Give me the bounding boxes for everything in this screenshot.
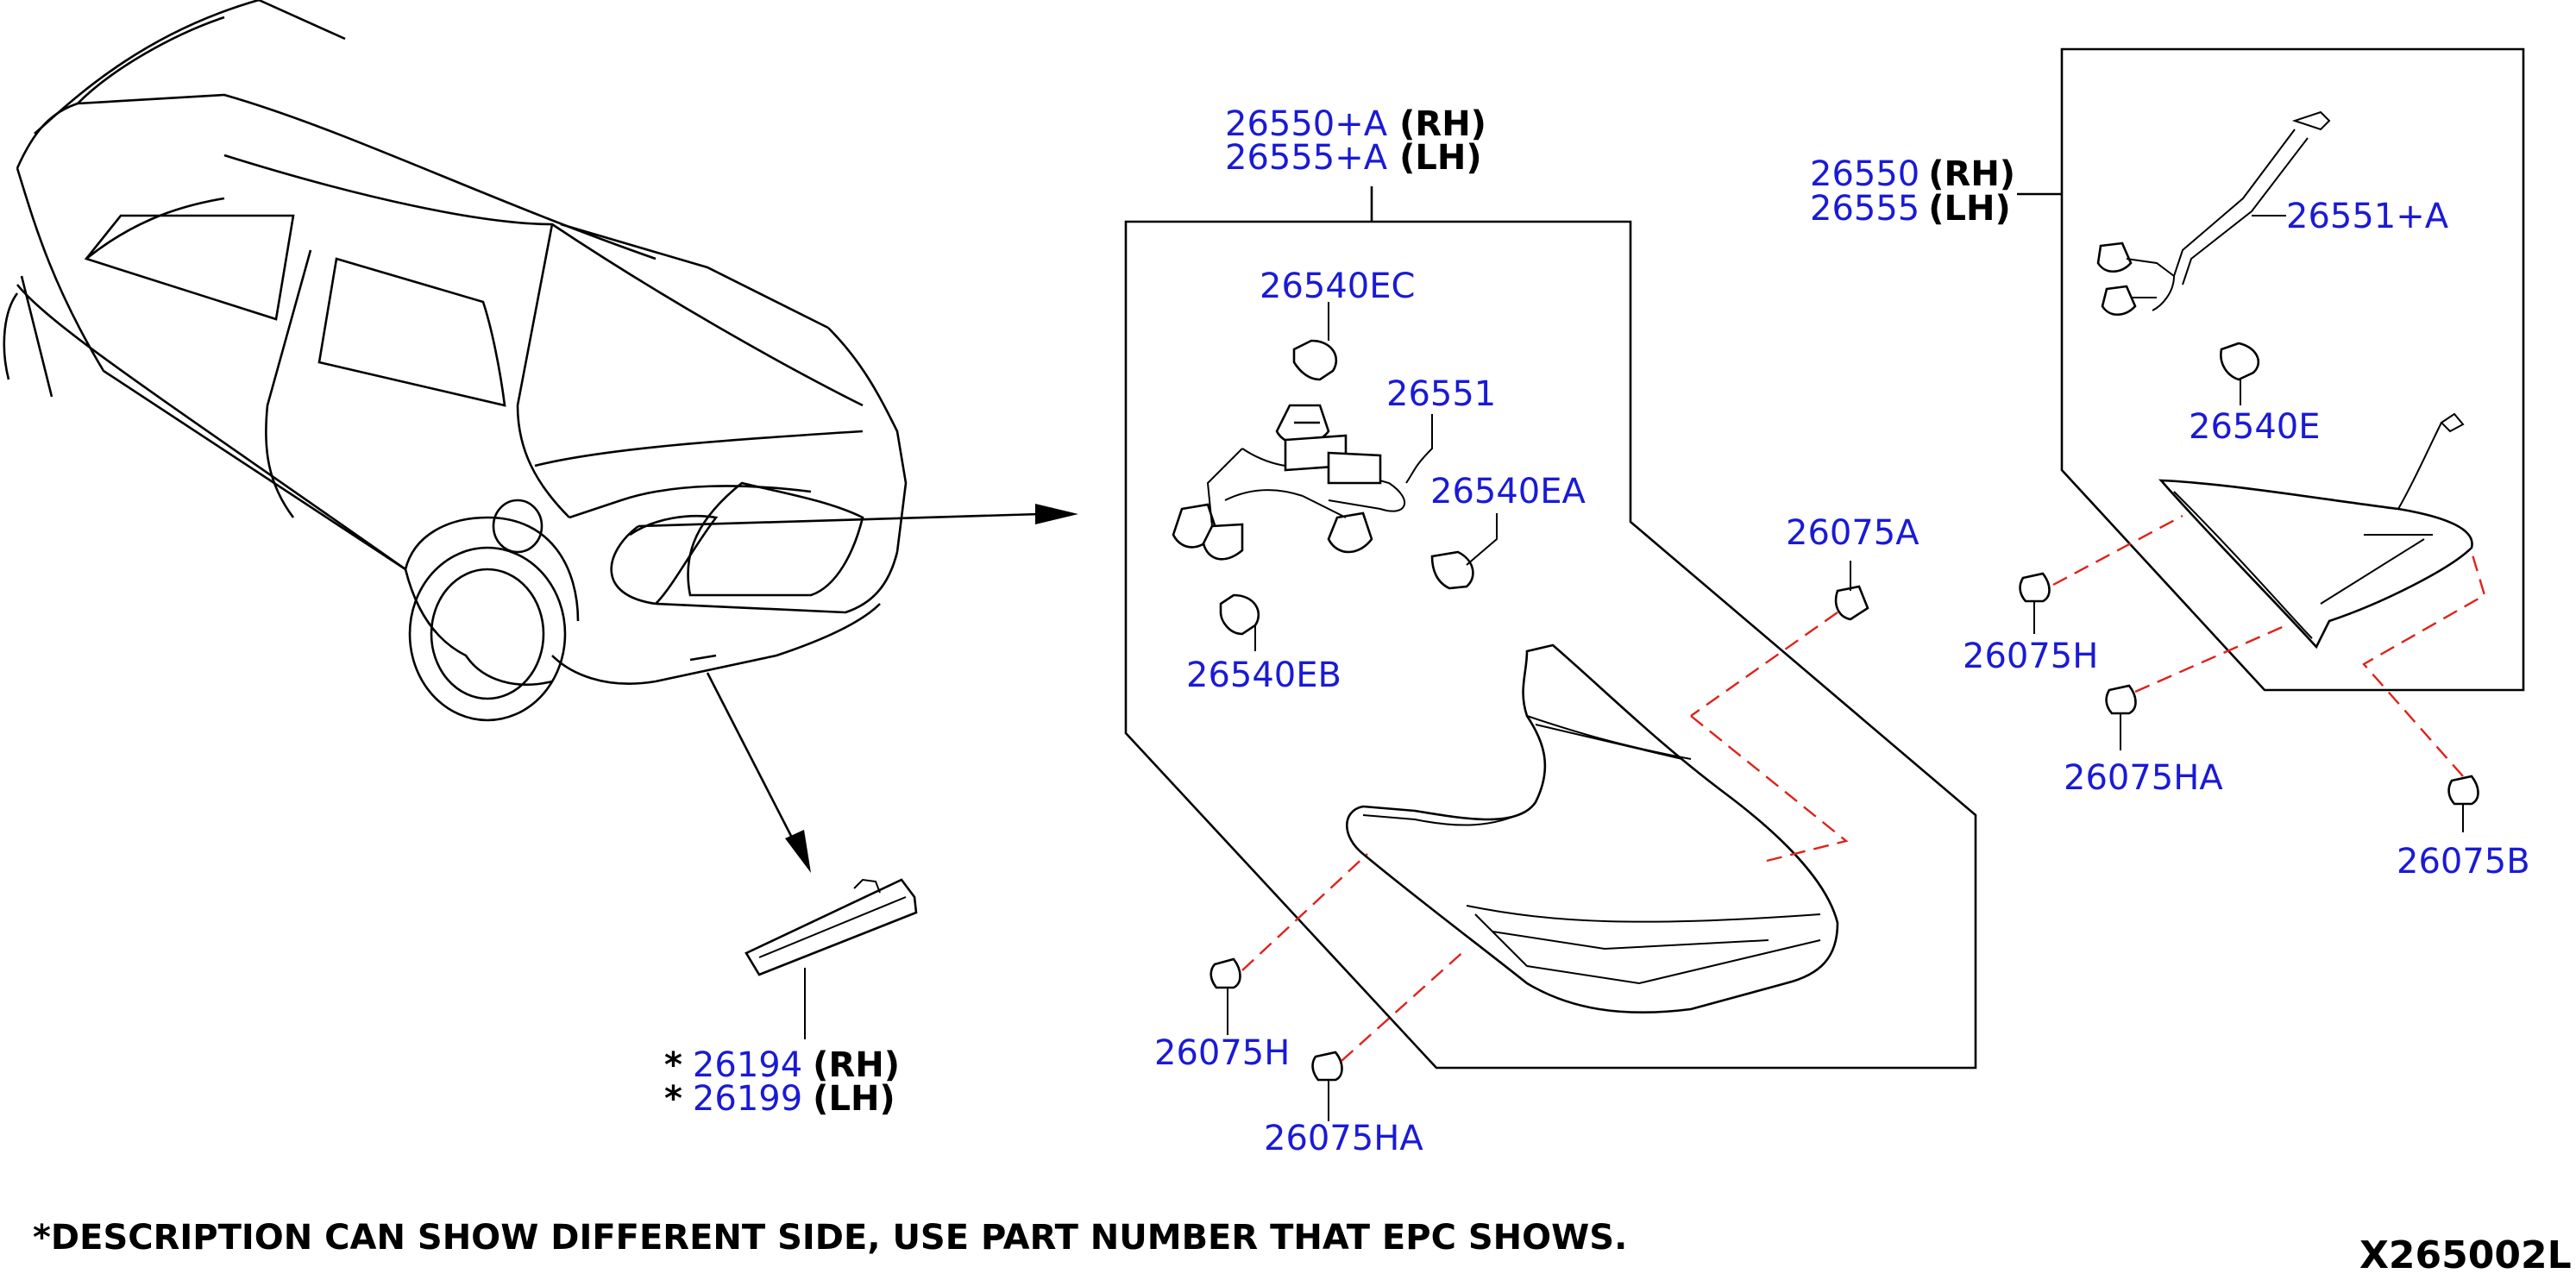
- part-number-26075H[interactable]: 26075H: [1963, 637, 2098, 676]
- part-number-26550[interactable]: 26550: [1810, 154, 1919, 194]
- part-number-26075HA[interactable]: 26075HA: [2064, 758, 2223, 798]
- side-tag-rh: (RH): [813, 1045, 900, 1085]
- part-number-26551[interactable]: 26551: [1386, 374, 1496, 414]
- bulb-26540EA[interactable]: [1430, 513, 1498, 590]
- part-number-26551A[interactable]: 26551+A: [2286, 197, 2449, 236]
- part-number-26075HA[interactable]: 26075HA: [1264, 1119, 1423, 1158]
- part-number-26555A[interactable]: 26555+A: [1225, 138, 1388, 178]
- bulb-26540E[interactable]: [2220, 342, 2259, 405]
- svg-text:*26194(RH): * 26194 (RH): [664, 1045, 900, 1085]
- asterisk-marker: *: [664, 1045, 682, 1085]
- clip-26075HA-inner[interactable]: [2105, 624, 2287, 750]
- tail-lamp-assembly[interactable]: [1345, 643, 1839, 1014]
- svg-text:26550+A(RH): 26550+A (RH): [1225, 104, 1486, 144]
- part-number-26075B[interactable]: 26075B: [2397, 842, 2530, 882]
- svg-text:26555(LH): 26555(LH): [1810, 189, 2011, 229]
- pointer-arrows: [638, 504, 1078, 873]
- bulb-26540EB[interactable]: [1219, 593, 1260, 651]
- part-number-26540EB[interactable]: 26540EB: [1186, 656, 1341, 695]
- svg-text:26555+A(LH): 26555+A (LH): [1225, 138, 1482, 178]
- harness-26551[interactable]: [1172, 404, 1433, 561]
- side-tag-lh: (LH): [1928, 189, 2011, 229]
- svg-text:*26199(LH): * 26199 (LH): [664, 1079, 895, 1119]
- part-number-26550A[interactable]: 26550+A: [1225, 104, 1388, 144]
- harness-26551A[interactable]: [2096, 110, 2331, 317]
- side-tag-rh: (RH): [1928, 154, 2015, 194]
- callout-tail-lamp-outer: 26550+A (RH) 26555+A (LH): [1225, 104, 1486, 178]
- clip-26075A[interactable]: [1690, 561, 1869, 864]
- part-number-26194[interactable]: 26194: [693, 1045, 802, 1085]
- diagram-id: X265002L: [2359, 1233, 2572, 1277]
- side-tag-lh: (LH): [813, 1079, 895, 1119]
- callout-side-marker: * 26194 (RH) * 26199 (LH): [664, 1045, 900, 1119]
- part-number-26540EA[interactable]: 26540EA: [1430, 472, 1586, 511]
- asterisk-marker: *: [664, 1079, 682, 1119]
- part-number-26075H[interactable]: 26075H: [1154, 1033, 1290, 1073]
- part-number-26199[interactable]: 26199: [693, 1079, 802, 1119]
- clip-26075B[interactable]: [2362, 551, 2486, 832]
- main-lamp-group-frame: [1124, 186, 1977, 1070]
- side-tag-rh: (RH): [1399, 104, 1486, 144]
- side-marker-lamp[interactable]: [745, 878, 918, 1039]
- bulb-26540EC[interactable]: [1292, 302, 1338, 381]
- part-number-26555[interactable]: 26555: [1810, 189, 1919, 229]
- side-tag-lh: (LH): [1399, 138, 1482, 178]
- part-number-26540EC[interactable]: 26540EC: [1260, 267, 1415, 306]
- inner-lamp-group-frame: [2017, 47, 2525, 692]
- footer-note: *DESCRIPTION CAN SHOW DIFFERENT SIDE, US…: [33, 1218, 1627, 1258]
- part-number-26540E[interactable]: 26540E: [2189, 407, 2321, 447]
- clip-26075H-main[interactable]: [1209, 853, 1368, 1035]
- clip-26075HA-main[interactable]: [1311, 948, 1467, 1121]
- svg-text:26550(RH): 26550(RH): [1810, 154, 2015, 194]
- part-number-26075A[interactable]: 26075A: [1786, 513, 1919, 553]
- callout-tail-lamp-inner: 26550(RH) 26555(LH): [1810, 154, 2015, 229]
- inner-lamp-assembly[interactable]: [2158, 412, 2473, 649]
- vehicle-illustration: [3, 0, 908, 722]
- clip-26075H-inner[interactable]: [2019, 514, 2183, 634]
